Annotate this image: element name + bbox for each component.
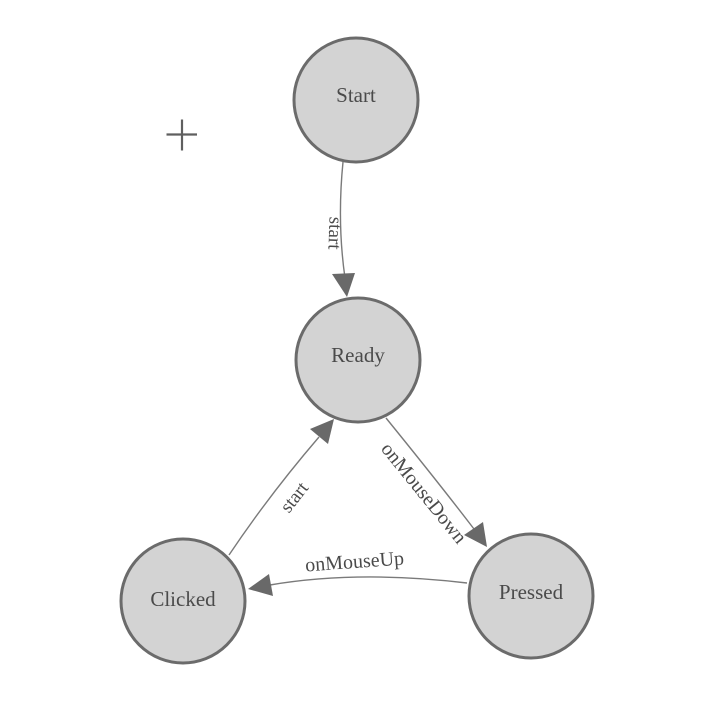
edge-clicked-to-ready[interactable]: start xyxy=(228,419,334,556)
node-ready-label[interactable]: Ready xyxy=(331,343,385,367)
edge-label-ready-to-pressed[interactable]: onMouseDown xyxy=(376,438,471,548)
plus-cursor-icon xyxy=(166,119,197,151)
arrowhead-icon xyxy=(310,419,334,444)
edge-path[interactable] xyxy=(339,161,346,279)
node-clicked-circle[interactable] xyxy=(119,537,247,665)
node-clicked-label[interactable]: Clicked xyxy=(150,587,216,611)
node-start-circle[interactable] xyxy=(292,36,420,164)
state-node-ready[interactable]: Ready xyxy=(294,296,422,424)
state-node-start[interactable]: Start xyxy=(292,36,420,164)
node-ready-circle[interactable] xyxy=(294,296,422,424)
edge-path[interactable] xyxy=(228,436,320,556)
edge-label-clicked-to-ready[interactable]: start xyxy=(276,478,313,517)
edge-path[interactable] xyxy=(269,576,468,586)
edge-start-to-ready[interactable]: start xyxy=(323,161,355,297)
arrowhead-icon xyxy=(464,522,487,547)
node-pressed-label[interactable]: Pressed xyxy=(499,580,564,604)
state-node-pressed[interactable]: Pressed xyxy=(467,532,595,660)
node-pressed-circle[interactable] xyxy=(467,532,595,660)
node-start-label[interactable]: Start xyxy=(336,83,376,107)
edge-pressed-to-clicked[interactable]: onMouseUp xyxy=(248,548,468,596)
state-node-clicked[interactable]: Clicked xyxy=(119,537,247,665)
arrowhead-icon xyxy=(332,273,355,297)
arrowhead-icon xyxy=(248,574,273,596)
edge-ready-to-pressed[interactable]: onMouseDown xyxy=(376,417,487,548)
edge-label-pressed-to-clicked[interactable]: onMouseUp xyxy=(304,548,404,577)
edge-label-start-to-ready[interactable]: start xyxy=(323,216,345,250)
edge-path[interactable] xyxy=(385,417,475,530)
